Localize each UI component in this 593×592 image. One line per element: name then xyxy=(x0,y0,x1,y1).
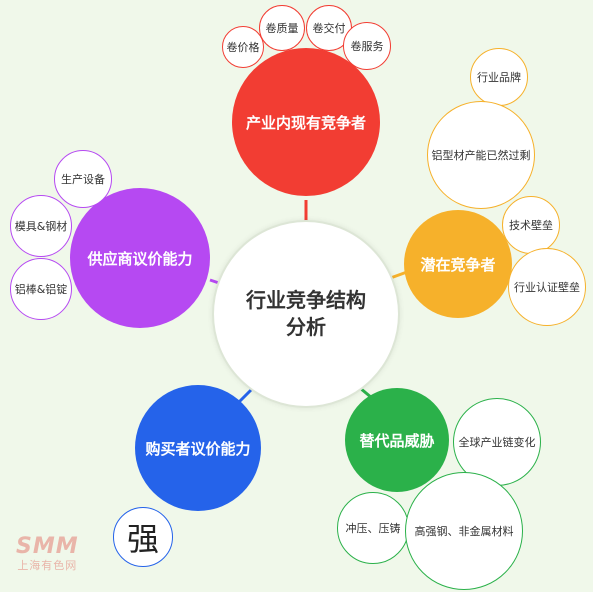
center-node: 行业竞争结构分析 xyxy=(212,220,400,408)
leaf-label: 模具&钢材 xyxy=(14,220,68,233)
node-existing-label: 产业内现有竞争者 xyxy=(245,113,366,132)
leaf-substitute-2: 冲压、压铸 xyxy=(337,492,409,564)
node-potential-competitors: 潜在竞争者 xyxy=(404,210,512,318)
node-substitute-threat: 替代品威胁 xyxy=(345,388,449,492)
leaf-potential-1: 行业品牌 xyxy=(470,48,528,106)
node-supplier-label: 供应商议价能力 xyxy=(87,249,193,268)
leaf-label: 强 xyxy=(126,520,159,558)
leaf-label: 行业品牌 xyxy=(477,71,521,84)
leaf-label: 卷价格 xyxy=(226,41,260,54)
leaf-substitute-1: 全球产业链变化 xyxy=(453,398,541,486)
leaf-existing-4: 卷服务 xyxy=(343,22,391,70)
leaf-potential-2: 铝型材产能已然过剩 xyxy=(427,101,535,209)
leaf-label: 铝棒&铝锭 xyxy=(14,283,68,296)
leaf-label: 卷交付 xyxy=(312,22,346,35)
leaf-potential-3: 技术壁垒 xyxy=(502,196,560,254)
leaf-label: 行业认证壁垒 xyxy=(514,281,580,294)
logo-subtitle: 上海有色网 xyxy=(17,559,78,572)
leaf-buyer-1: 强 xyxy=(113,507,173,567)
leaf-supplier-1: 生产设备 xyxy=(54,150,112,208)
node-potential-label: 潜在竞争者 xyxy=(420,255,496,274)
leaf-supplier-2: 模具&钢材 xyxy=(10,195,72,257)
leaf-substitute-3: 高强钢、非金属材料 xyxy=(405,472,523,590)
leaf-label: 冲压、压铸 xyxy=(345,522,401,535)
node-substitute-label: 替代品威胁 xyxy=(359,431,435,450)
node-existing-competitors: 产业内现有竞争者 xyxy=(232,48,380,196)
leaf-existing-1: 卷价格 xyxy=(222,26,264,68)
leaf-label: 卷服务 xyxy=(350,40,384,53)
leaf-label: 生产设备 xyxy=(61,173,105,186)
leaf-label: 全球产业链变化 xyxy=(458,436,536,449)
node-supplier-power: 供应商议价能力 xyxy=(70,188,210,328)
logo-mark: SMM xyxy=(16,534,79,559)
leaf-existing-2: 卷质量 xyxy=(259,5,305,51)
leaf-supplier-3: 铝棒&铝锭 xyxy=(10,258,72,320)
smm-logo: SMM 上海有色网 xyxy=(16,534,79,572)
center-title: 行业竞争结构分析 xyxy=(246,288,366,339)
node-buyer-power: 购买者议价能力 xyxy=(135,385,261,511)
node-buyer-label: 购买者议价能力 xyxy=(145,439,251,458)
leaf-label: 高强钢、非金属材料 xyxy=(414,525,514,538)
leaf-label: 卷质量 xyxy=(265,22,299,35)
leaf-label: 技术壁垒 xyxy=(509,219,553,232)
leaf-potential-4: 行业认证壁垒 xyxy=(508,248,586,326)
leaf-label: 铝型材产能已然过剩 xyxy=(431,149,531,162)
